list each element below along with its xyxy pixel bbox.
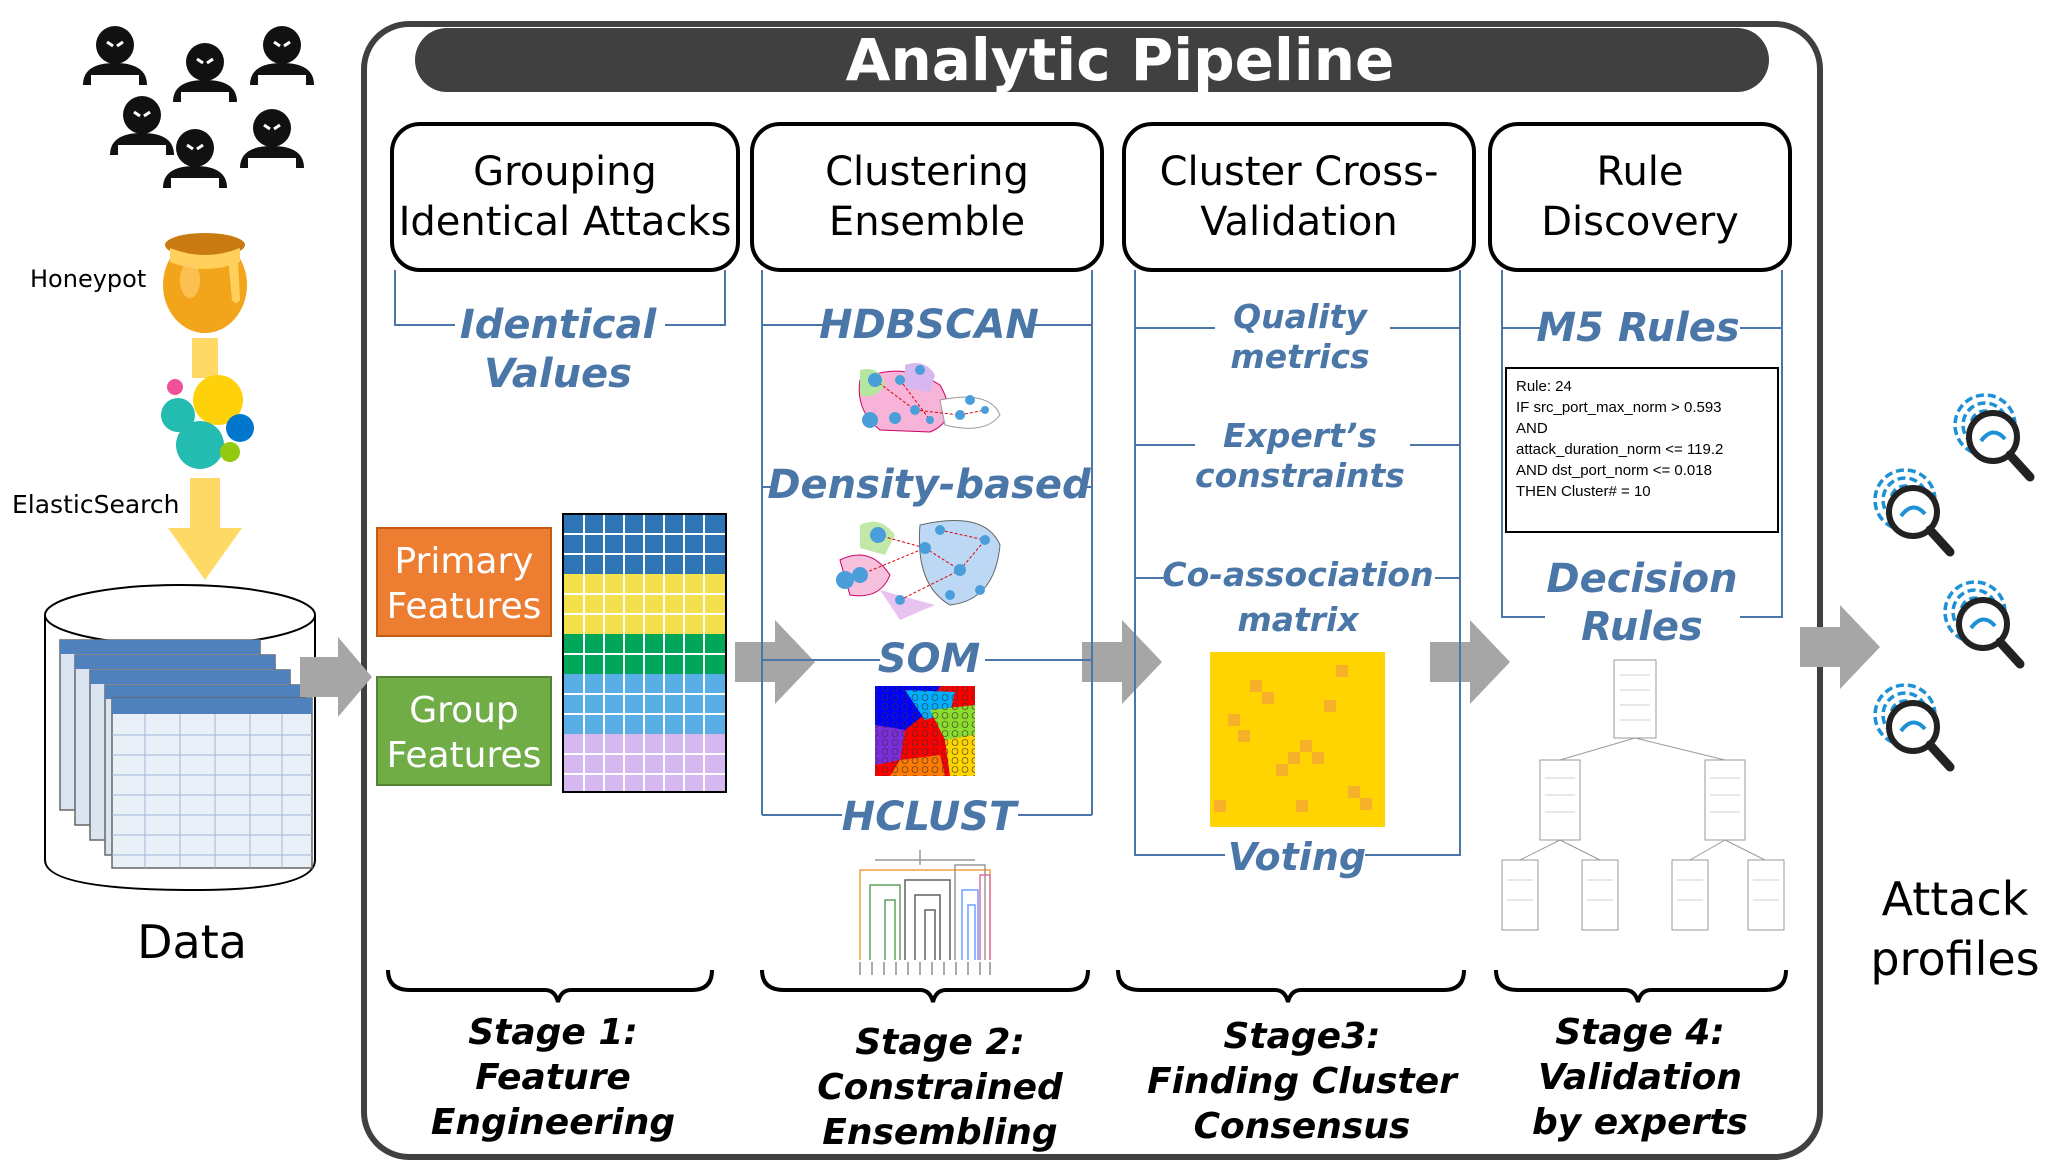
rule-line-6: THEN Cluster# = 10: [1516, 483, 1651, 500]
attackers-group: [83, 26, 314, 188]
stage-1-item-identical: Identical: [460, 302, 658, 348]
stage-2-footer-line-3: Ensembling: [822, 1112, 1057, 1153]
stage-3-item-quality: Quality: [1233, 297, 1368, 336]
attack-profile-icons: [1873, 393, 2035, 772]
attack-profiles-line-1: Attack: [1882, 872, 2029, 926]
stage-2-bracket: [761, 270, 1093, 816]
stage-1-footer-line-3: Engineering: [431, 1102, 675, 1143]
attacker-icon: [163, 129, 227, 188]
stage-4-item-m5rules: M5 Rules: [1536, 305, 1739, 351]
arrow-into-pipeline: [300, 637, 372, 717]
stage-2-item-density: Density-based: [767, 462, 1091, 508]
stage-2-footer-line-2: Constrained: [817, 1067, 1064, 1108]
flow-connector: [192, 338, 218, 378]
attacker-icon: [83, 26, 147, 85]
stage-2-header-line-1: Clustering: [825, 149, 1029, 195]
fingerprint-search-icon: [1873, 683, 1955, 772]
som-hex-map: [875, 686, 975, 776]
stage-1-footer-line-1: Stage 1:: [468, 1012, 638, 1053]
stage-2-item-hclust: HCLUST: [842, 794, 1019, 840]
attacker-icon: [240, 109, 304, 168]
pipeline-title-bar: [415, 28, 1769, 92]
stage-3-footer-line-3: Consensus: [1194, 1106, 1411, 1147]
rule-line-4: attack_duration_norm <= 119.2: [1516, 441, 1723, 458]
rule-line-5: AND dst_port_norm <= 0.018: [1516, 462, 1712, 479]
stage-2-header-line-2: Ensemble: [829, 199, 1025, 245]
primary-features-box: Primary Features: [376, 527, 552, 637]
database-icon: [44, 584, 316, 892]
stage-footer-braces: [386, 969, 1788, 1003]
stage-2-header: Clustering Ensemble: [750, 122, 1104, 272]
pipeline-title: Analytic Pipeline: [846, 26, 1395, 94]
arrow-stage3-stage4: [1430, 620, 1510, 704]
stage-1-header-line-1: Grouping: [473, 149, 657, 195]
hdbscan-cluster-graph: [858, 362, 1001, 433]
primary-features-line-1: Primary: [394, 541, 533, 582]
stage-3-item-constraints: constraints: [1195, 456, 1405, 495]
hclust-dendrogram: [859, 850, 991, 975]
stage-4-header: Rule Discovery: [1488, 122, 1792, 272]
stage-1-footer-line-2: Feature: [475, 1057, 631, 1098]
stage-4-footer-line-3: by experts: [1532, 1102, 1748, 1143]
group-features-line-2: Features: [387, 735, 542, 776]
stage-1-item-values: Values: [484, 351, 632, 397]
rule-line-1: Rule: 24: [1516, 378, 1572, 395]
stage-3-item-matrix: matrix: [1237, 600, 1360, 639]
stage-4-footer-line-1: Stage 4:: [1555, 1012, 1725, 1053]
stage-2-item-som: SOM: [878, 636, 981, 682]
attacker-icon: [173, 43, 237, 102]
down-arrow: [168, 478, 242, 580]
stage-1-header: Grouping Identical Attacks: [390, 122, 740, 272]
group-features-box: Group Features: [376, 676, 552, 786]
rule-line-2: IF src_port_max_norm > 0.593: [1516, 399, 1722, 416]
stage-3-footer-line-2: Finding Cluster: [1147, 1061, 1459, 1102]
rule-box: Rule: 24 IF src_port_max_norm > 0.593 AN…: [1505, 367, 1779, 533]
stage-3-bracket: [1134, 270, 1461, 856]
density-cluster-graph: [836, 520, 1001, 620]
elasticsearch-label: ElasticSearch: [12, 490, 179, 519]
stage-2-item-hdbscan: HDBSCAN: [819, 302, 1039, 348]
arrow-stage2-stage3: [1082, 620, 1162, 704]
stage-3-header-line-1: Cluster Cross-: [1160, 149, 1439, 195]
attacker-icon: [110, 96, 174, 155]
elasticsearch-icon: [161, 375, 254, 469]
attacker-icon: [250, 26, 314, 85]
stage-3-header-line-2: Validation: [1200, 199, 1398, 245]
stage-2-footer-line-1: Stage 2:: [855, 1022, 1025, 1063]
stage-3-item-voting: Voting: [1228, 835, 1366, 879]
stage-4-bracket: [1501, 270, 1783, 618]
fingerprint-search-icon: [1953, 393, 2035, 482]
stage-1-header-line-2: Identical Attacks: [399, 199, 732, 245]
stage-3-footer-line-1: Stage3:: [1223, 1016, 1380, 1057]
stage-3-header: Cluster Cross- Validation: [1122, 122, 1476, 272]
stage-arrows: [300, 605, 1880, 717]
stage-4-footer-line-2: Validation: [1538, 1057, 1742, 1098]
arrow-stage1-stage2: [735, 620, 815, 704]
stage-4-item-decision: Decision: [1546, 556, 1737, 602]
honeypot-icon: [163, 233, 247, 333]
stage-4-header-line-1: Rule: [1596, 149, 1683, 195]
stage-4-item-rules: Rules: [1581, 604, 1703, 650]
attack-profiles-line-2: profiles: [1870, 932, 2039, 986]
co-association-heatmap: [1210, 652, 1385, 827]
rule-line-3: AND: [1516, 420, 1548, 437]
feature-matrix: [562, 513, 727, 793]
stage-4-header-line-2: Discovery: [1541, 199, 1739, 245]
data-table-stack: [59, 639, 313, 869]
stage-3-item-coassociation: Co-association: [1162, 555, 1433, 594]
fingerprint-search-icon: [1873, 468, 1955, 557]
honeypot-label: Honeypot: [30, 265, 146, 293]
data-label: Data: [137, 915, 247, 969]
primary-features-line-2: Features: [387, 586, 542, 627]
decision-tree: [1501, 659, 1785, 931]
stage-3-item-metrics: metrics: [1230, 337, 1369, 376]
stage-3-item-experts: Expert’s: [1223, 416, 1377, 455]
arrow-to-profiles: [1800, 605, 1880, 689]
fingerprint-search-icon: [1943, 580, 2025, 669]
group-features-line-1: Group: [409, 690, 519, 731]
stage-1-bracket: [394, 270, 726, 326]
